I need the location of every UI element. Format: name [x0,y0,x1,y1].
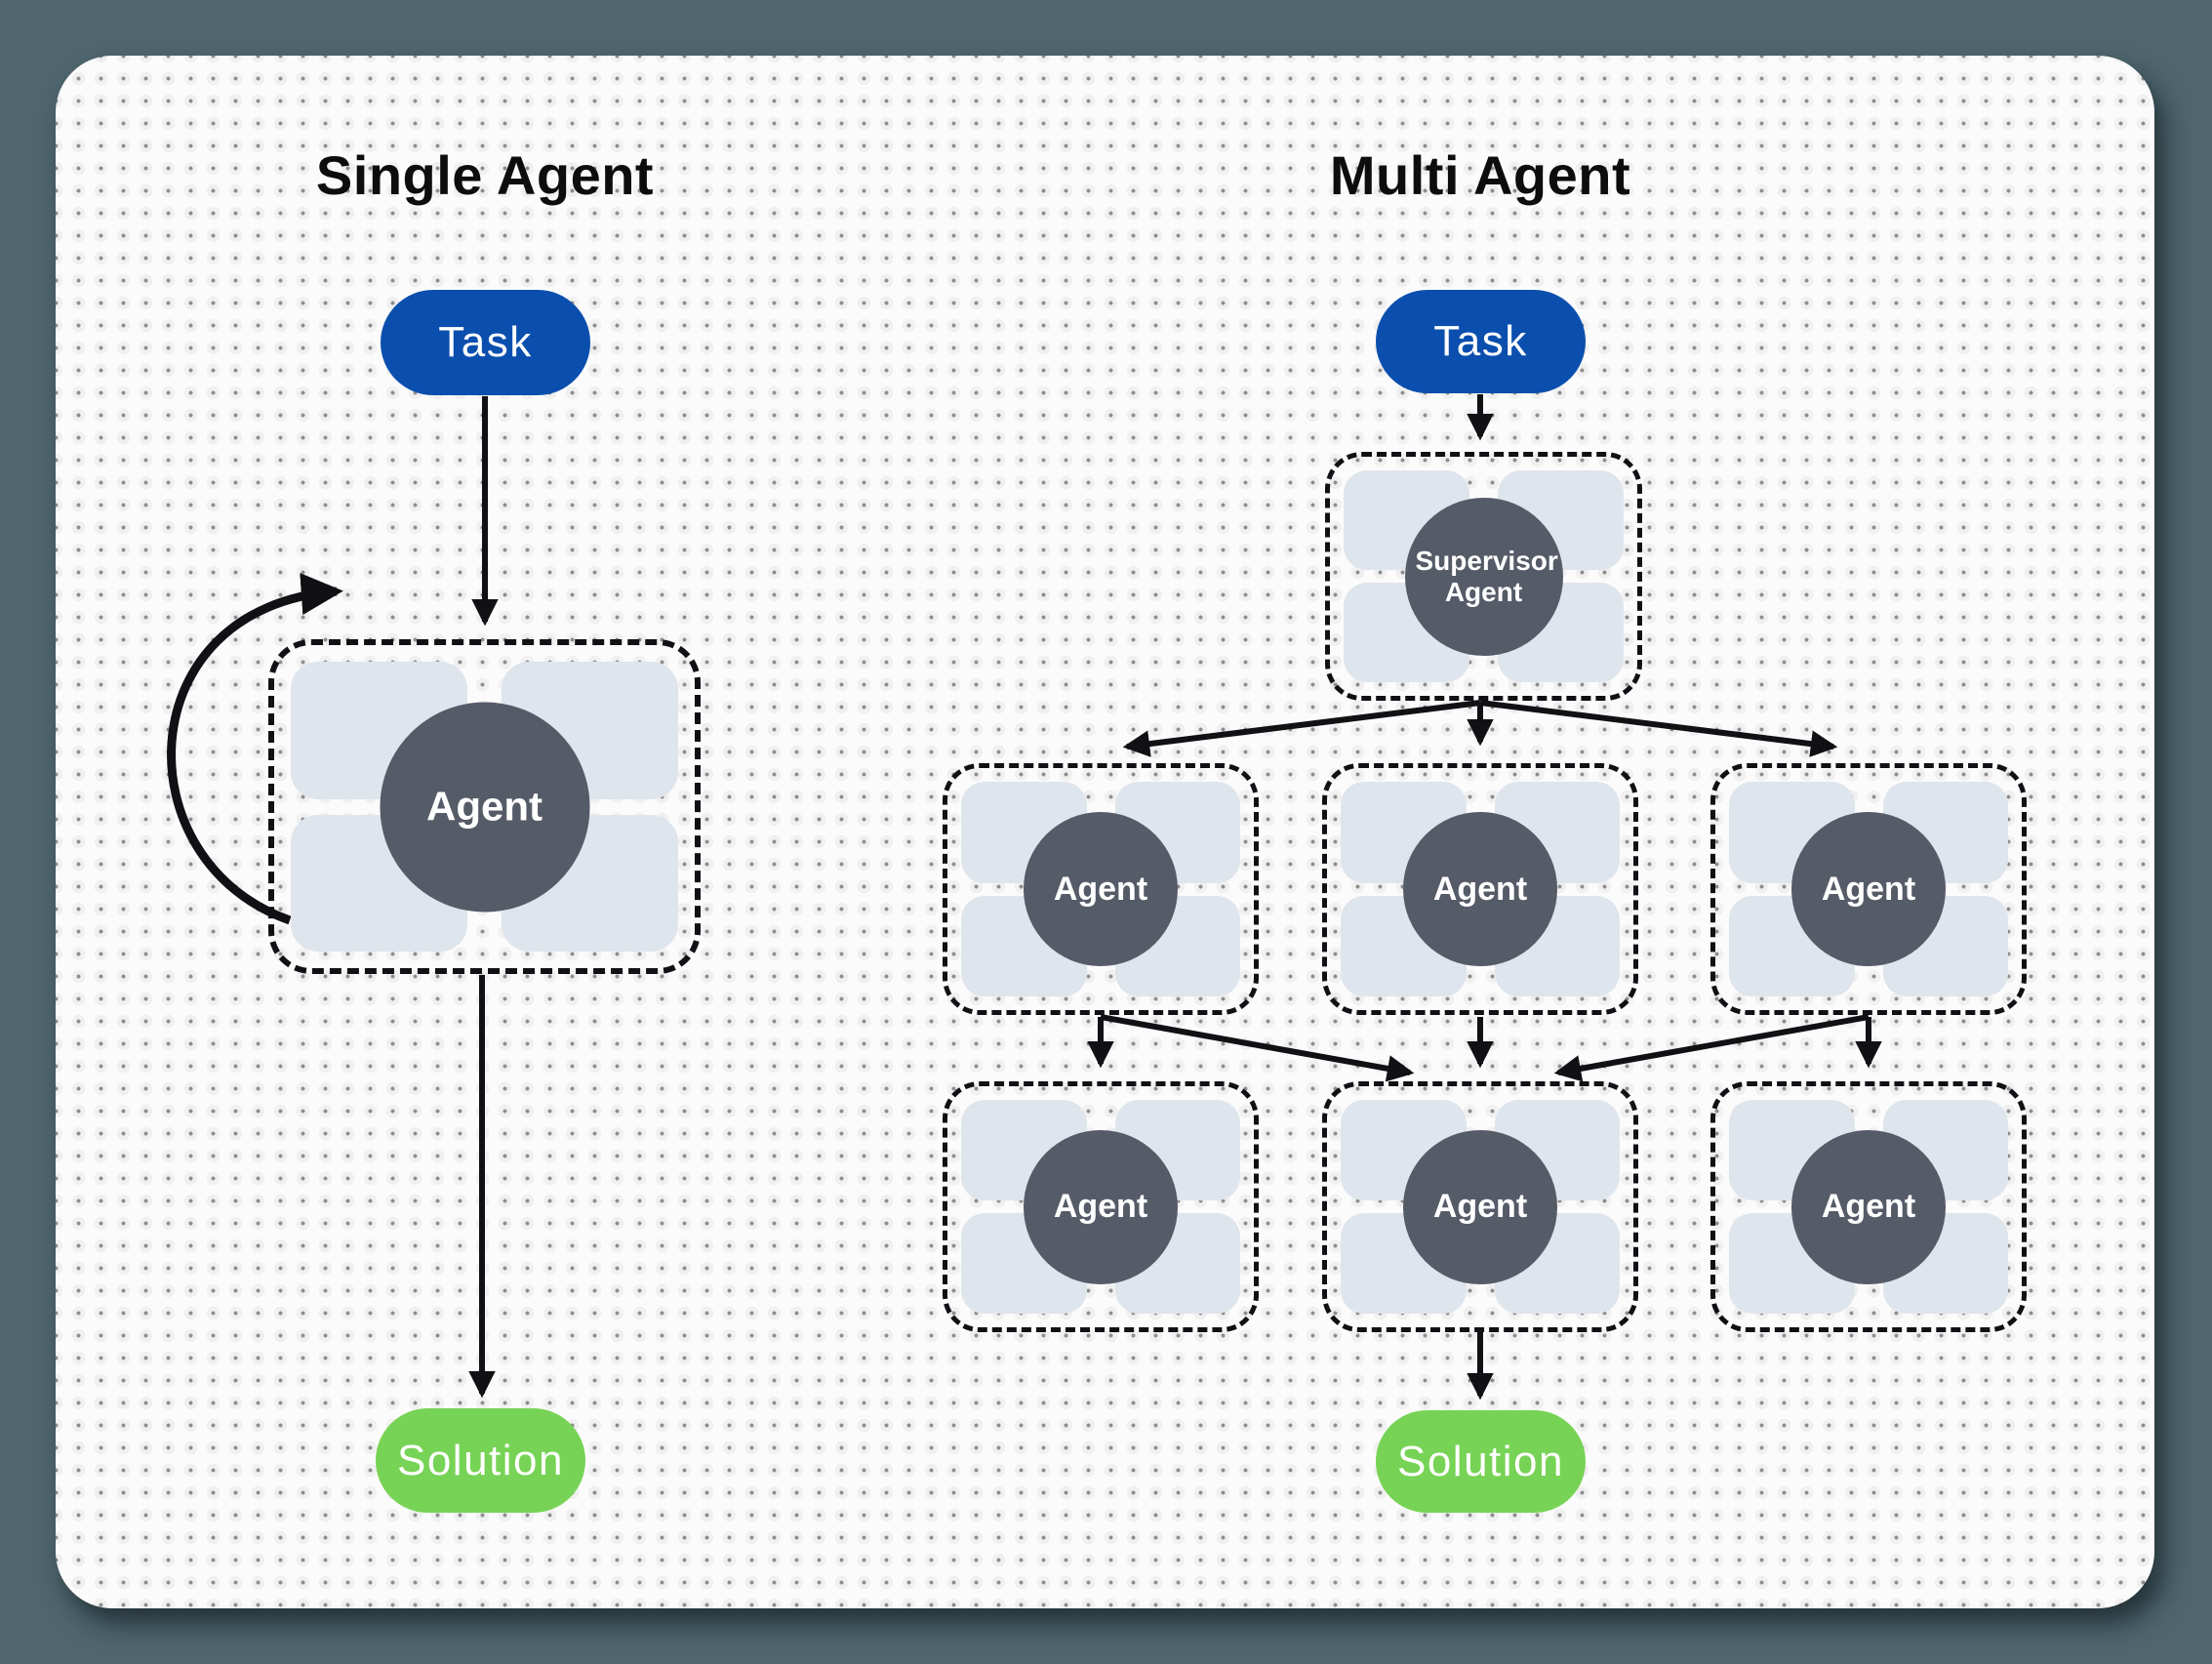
agent-circle: Agent [1791,1129,1946,1284]
arrow-supervisor-to-agent3 [1479,700,1838,757]
agent-label: Agent [1053,870,1148,908]
supervisor-label: Supervisor Agent [1415,546,1558,607]
supervisor-circle: Supervisor Agent [1404,497,1563,656]
arrow-supervisor-to-agent1 [1122,700,1481,757]
agent-label: Agent [426,783,543,830]
agent-circle: Agent [1403,812,1557,966]
worker-agent-node-2: Agent [1322,763,1638,1015]
agent-label: Agent [1821,870,1916,908]
multi-solution-pill: Solution [1376,1410,1586,1513]
agent-circle: Agent [1791,812,1946,966]
arrow-agent1-to-agent5 [1100,1014,1415,1082]
arrow-agent3-to-agent5 [1553,1014,1870,1082]
single-task-pill: Task [381,290,590,395]
multi-agent-title: Multi Agent [1329,144,1631,206]
single-agent-node: Agent [268,639,701,974]
worker-agent-node-1: Agent [943,763,1259,1015]
multi-solution-label: Solution [1396,1437,1564,1485]
multi-task-label: Task [1433,317,1528,365]
agent-circle: Agent [1024,1129,1178,1284]
worker-agent-node-6: Agent [1710,1081,2027,1332]
agent-circle: Agent [380,702,589,912]
agent-label: Agent [1821,1188,1916,1225]
agent-label: Agent [1432,1188,1528,1225]
worker-agent-node-4: Agent [943,1081,1259,1332]
single-task-label: Task [438,318,533,366]
agent-label: Agent [1053,1188,1148,1225]
worker-agent-node-3: Agent [1710,763,2027,1015]
diagram-card: Single Agent Task Agent Solution Multi A… [56,56,2154,1608]
agent-circle: Agent [1403,1129,1557,1284]
agent-label: Agent [1432,870,1528,908]
supervisor-agent-node: Supervisor Agent [1325,452,1642,701]
single-solution-pill: Solution [376,1408,585,1513]
agent-circle: Agent [1024,812,1178,966]
single-solution-label: Solution [396,1436,564,1484]
arrow-layer [167,394,1882,1400]
worker-agent-node-5: Agent [1322,1081,1638,1332]
arrow-single-agent-self-loop [167,573,343,925]
single-agent-title: Single Agent [315,144,655,206]
multi-task-pill: Task [1376,290,1586,393]
